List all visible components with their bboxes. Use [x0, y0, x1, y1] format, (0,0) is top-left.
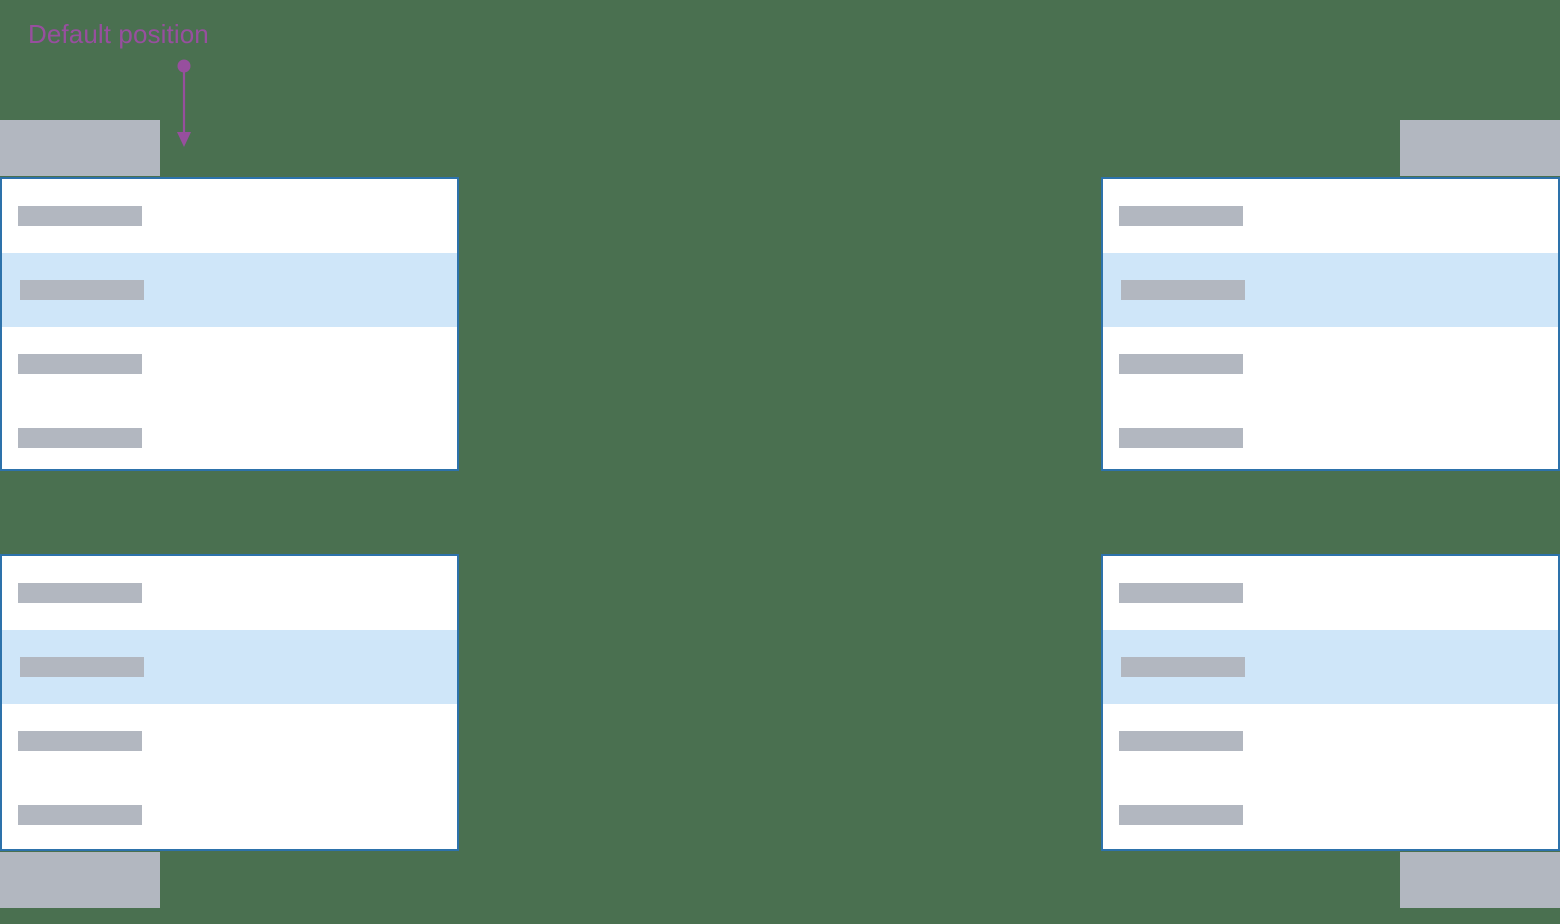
dropdown-option-item[interactable]	[1103, 704, 1558, 778]
dropdown-option-item[interactable]	[2, 704, 457, 778]
option-label-placeholder	[1119, 805, 1243, 825]
dropdown-option-list	[1103, 179, 1558, 469]
dropdown-option-item[interactable]	[1103, 179, 1558, 253]
dropdown-trigger-bottom-left[interactable]	[0, 852, 160, 908]
dropdown-panel-bottom-left	[0, 554, 459, 851]
dropdown-trigger-bottom-right[interactable]	[1400, 852, 1560, 908]
dropdown-option-item[interactable]	[1103, 556, 1558, 630]
dropdown-option-item-selected[interactable]	[1103, 253, 1558, 327]
dropdown-option-item-selected[interactable]	[2, 630, 457, 704]
option-label-placeholder	[1121, 280, 1245, 300]
option-label-placeholder	[20, 657, 144, 677]
option-label-placeholder	[1119, 354, 1243, 374]
dropdown-option-item[interactable]	[1103, 401, 1558, 469]
dropdown-option-item[interactable]	[1103, 778, 1558, 849]
dropdown-option-item[interactable]	[2, 179, 457, 253]
dropdown-option-item[interactable]	[2, 401, 457, 469]
option-label-placeholder	[1119, 583, 1243, 603]
option-label-placeholder	[18, 805, 142, 825]
annotation-arrow-down-icon	[168, 56, 200, 152]
dropdown-option-item-selected[interactable]	[2, 253, 457, 327]
option-label-placeholder	[20, 280, 144, 300]
dropdown-trigger-top-left[interactable]	[0, 120, 160, 176]
dropdown-option-item[interactable]	[2, 556, 457, 630]
option-label-placeholder	[18, 428, 142, 448]
dropdown-option-item-selected[interactable]	[1103, 630, 1558, 704]
option-label-placeholder	[1121, 657, 1245, 677]
dropdown-panel-bottom-right	[1101, 554, 1560, 851]
option-label-placeholder	[18, 206, 142, 226]
dropdown-option-list	[1103, 556, 1558, 849]
dropdown-panel-top-right	[1101, 177, 1560, 471]
annotation-label-default-position: Default position	[28, 19, 209, 49]
option-label-placeholder	[18, 583, 142, 603]
dropdown-option-list	[2, 556, 457, 849]
dropdown-option-item[interactable]	[1103, 327, 1558, 401]
dropdown-trigger-top-right[interactable]	[1400, 120, 1560, 176]
option-label-placeholder	[1119, 428, 1243, 448]
option-label-placeholder	[1119, 206, 1243, 226]
option-label-placeholder	[1119, 731, 1243, 751]
dropdown-option-list	[2, 179, 457, 469]
dropdown-option-item[interactable]	[2, 778, 457, 849]
dropdown-option-item[interactable]	[2, 327, 457, 401]
option-label-placeholder	[18, 354, 142, 374]
option-label-placeholder	[18, 731, 142, 751]
dropdown-panel-top-left	[0, 177, 459, 471]
